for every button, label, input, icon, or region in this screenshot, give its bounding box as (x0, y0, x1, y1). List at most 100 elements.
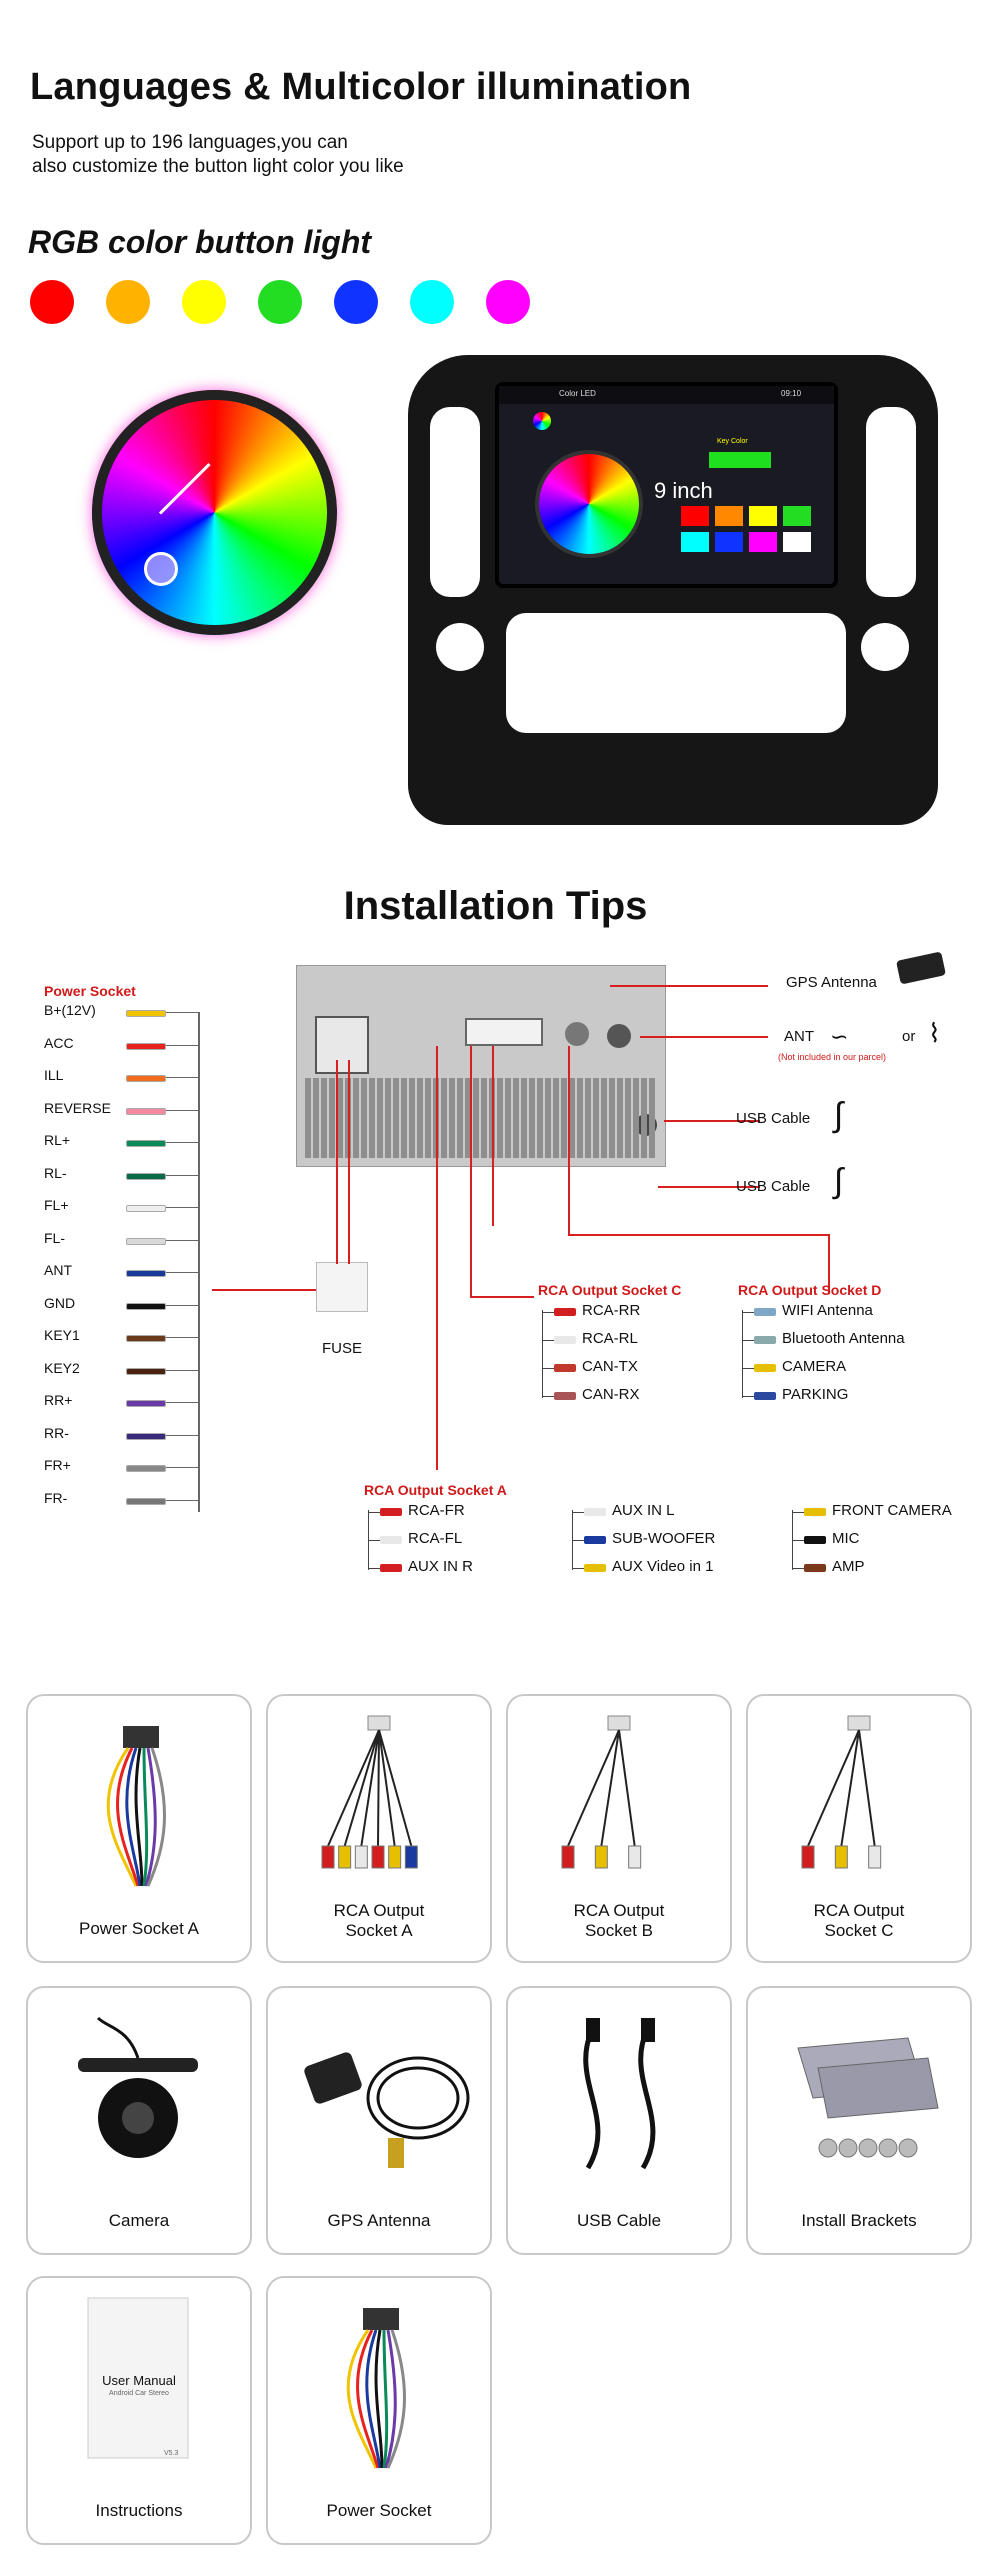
heatsink-fin (609, 1078, 615, 1158)
key-color-option[interactable] (681, 506, 709, 526)
group-item-label: PARKING (782, 1386, 849, 1403)
group-item-label: FRONT CAMERA (832, 1502, 952, 1519)
power-pin-label: RL- (44, 1164, 67, 1181)
group-bracket (742, 1310, 743, 1398)
screen-app-name: Color LED (559, 389, 596, 398)
power-pin-lead (166, 1239, 198, 1241)
heatsink-fin (513, 1078, 519, 1158)
rca-connector (380, 1508, 402, 1516)
accessory-image (268, 2278, 490, 2488)
key-color-option[interactable] (749, 532, 777, 552)
group-item-label: AUX IN R (408, 1558, 474, 1575)
power-pin-lead (166, 1272, 198, 1273)
power-pin-lead (166, 1369, 198, 1371)
power-pin-wire (126, 1270, 166, 1277)
group-tick (792, 1512, 804, 1513)
accessory-label: Camera (108, 2211, 170, 2230)
key-color-option[interactable] (783, 506, 811, 526)
section-subtitle-line2: also customize the button light color yo… (32, 156, 404, 177)
accessory-card: Install Brackets (746, 1986, 972, 2255)
color-swatch (182, 280, 226, 324)
ant-cable-icon: ∽ (830, 1024, 849, 1049)
accessory-image (508, 1696, 730, 1906)
group-item-label: MIC (832, 1530, 860, 1547)
heatsink-fin (537, 1078, 543, 1158)
power-socket-port (315, 1016, 369, 1074)
power-pin-lead (166, 1304, 198, 1306)
line-to-rca-d-v2 (828, 1234, 830, 1294)
rca-connector (804, 1564, 826, 1572)
power-pin-label: ACC (44, 1034, 74, 1051)
accessory-image (268, 1696, 490, 1906)
accessory-image (28, 1696, 250, 1906)
line-to-gps (610, 985, 768, 987)
power-bracket-line (198, 1012, 200, 1512)
accessory-card: GPS Antenna (266, 1986, 492, 2255)
power-pin-label: FR+ (44, 1457, 71, 1473)
key-color-option[interactable] (715, 532, 743, 552)
gps-antenna-icon (896, 951, 946, 985)
rca-connector (804, 1508, 826, 1516)
fuse-block (316, 1262, 368, 1312)
accessory-label: Instructions (95, 2501, 183, 2520)
manual-subtitle: Android Car Stereo (109, 2390, 169, 2397)
power-pin-wire (126, 1010, 166, 1017)
group-item-label: AUX Video in 1 (612, 1558, 714, 1575)
power-pin-wire (126, 1107, 166, 1115)
power-pin-label: RR+ (44, 1392, 73, 1408)
manual-title: User Manual (102, 2373, 176, 2388)
accessory-image (28, 2278, 250, 2488)
heatsink-fin (409, 1078, 415, 1158)
screen-time: 09:10 (781, 389, 802, 398)
rca-connector (804, 1536, 826, 1544)
ant-label: ANT (784, 1028, 814, 1045)
line-to-rca-a (436, 1046, 438, 1470)
heatsink-fin (425, 1078, 431, 1158)
key-color-option[interactable] (715, 506, 743, 526)
line-unit-to-fuse-2 (348, 1060, 350, 1264)
accessory-card: Camera (26, 1986, 252, 2255)
power-pin-lead (166, 1012, 198, 1013)
ant-adapter-icon: ⌇ (928, 1018, 941, 1048)
power-pin-lead (166, 1499, 198, 1501)
group-tick (542, 1396, 554, 1397)
power-pin-wire (126, 1497, 166, 1505)
group-tick (742, 1340, 754, 1341)
heatsink-fin (521, 1078, 527, 1158)
color-app-icon[interactable] (533, 412, 551, 430)
power-pin-lead (166, 1402, 198, 1403)
rca-connector (554, 1364, 576, 1372)
usb-cable-2-icon: ∫ (834, 1162, 844, 1200)
key-color-option[interactable] (681, 532, 709, 552)
heatsink-fin (473, 1078, 479, 1158)
heatsink-fin (545, 1078, 551, 1158)
power-pin-wire (126, 1432, 166, 1440)
right-vent (866, 407, 916, 597)
heatsink-fin (569, 1078, 575, 1158)
installation-title: Installation Tips (343, 884, 648, 928)
screen-color-wheel[interactable] (539, 454, 639, 554)
group-item-label: RCA-RR (582, 1302, 641, 1319)
heatsink-fin (305, 1078, 311, 1158)
accessory-label-line1: RCA Output (813, 1901, 905, 1920)
key-color-option[interactable] (783, 532, 811, 552)
heatsink-fin (601, 1078, 607, 1158)
color-swatch (334, 280, 378, 324)
manual-version: V5.3 (164, 2450, 179, 2457)
screen-size-label: 9 inch (654, 478, 713, 503)
power-pin-label: REVERSE (44, 1099, 111, 1116)
rca-connector (754, 1308, 776, 1316)
key-color-option[interactable] (749, 506, 777, 526)
line-unit-to-fuse-1 (336, 1060, 338, 1264)
power-pin-label: RR- (44, 1424, 69, 1441)
group-title: RCA Output Socket C (538, 1282, 682, 1298)
power-pin-label: GND (44, 1294, 76, 1311)
screen-status-bar: Color LED 09:10 (499, 386, 834, 404)
power-pin-label: FR- (44, 1489, 68, 1506)
power-socket-title: Power Socket (44, 983, 136, 999)
group-item-label: RCA-FL (408, 1530, 463, 1547)
section-subtitle-line1: Support up to 196 languages,you can (32, 132, 348, 153)
group-tick (792, 1540, 804, 1541)
